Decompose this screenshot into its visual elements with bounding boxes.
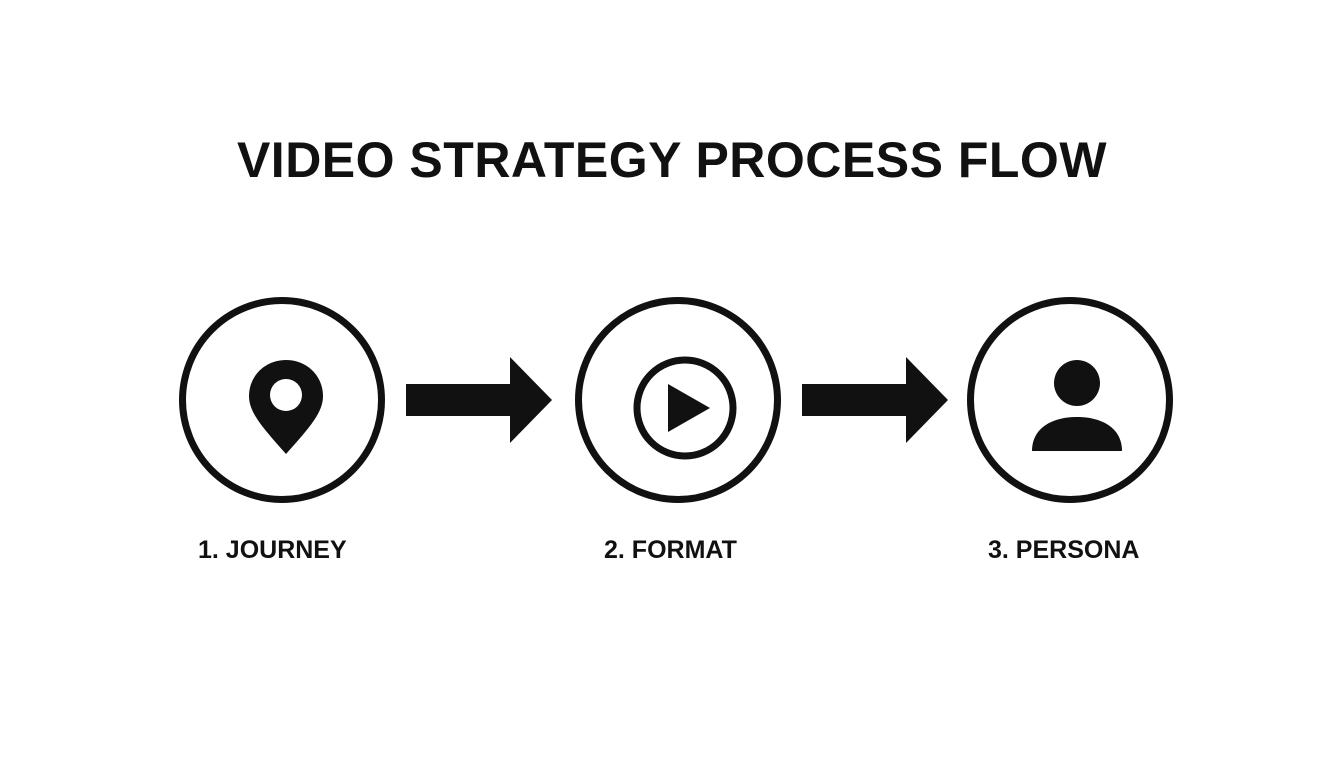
arrow-right-icon (802, 357, 948, 443)
journey-circle (179, 297, 385, 503)
step-label-format: 2. FORMAT (604, 536, 737, 564)
play-button-icon (633, 356, 737, 460)
step-label-journey: 1. JOURNEY (198, 536, 347, 564)
arrow-right-icon (406, 357, 552, 443)
person-icon (1032, 360, 1122, 451)
step-label-persona: 3. PERSONA (988, 536, 1140, 564)
persona-circle (967, 297, 1173, 503)
page-title: VIDEO STRATEGY PROCESS FLOW (236, 132, 1108, 188)
format-circle (575, 297, 781, 503)
map-pin-icon (249, 360, 323, 454)
